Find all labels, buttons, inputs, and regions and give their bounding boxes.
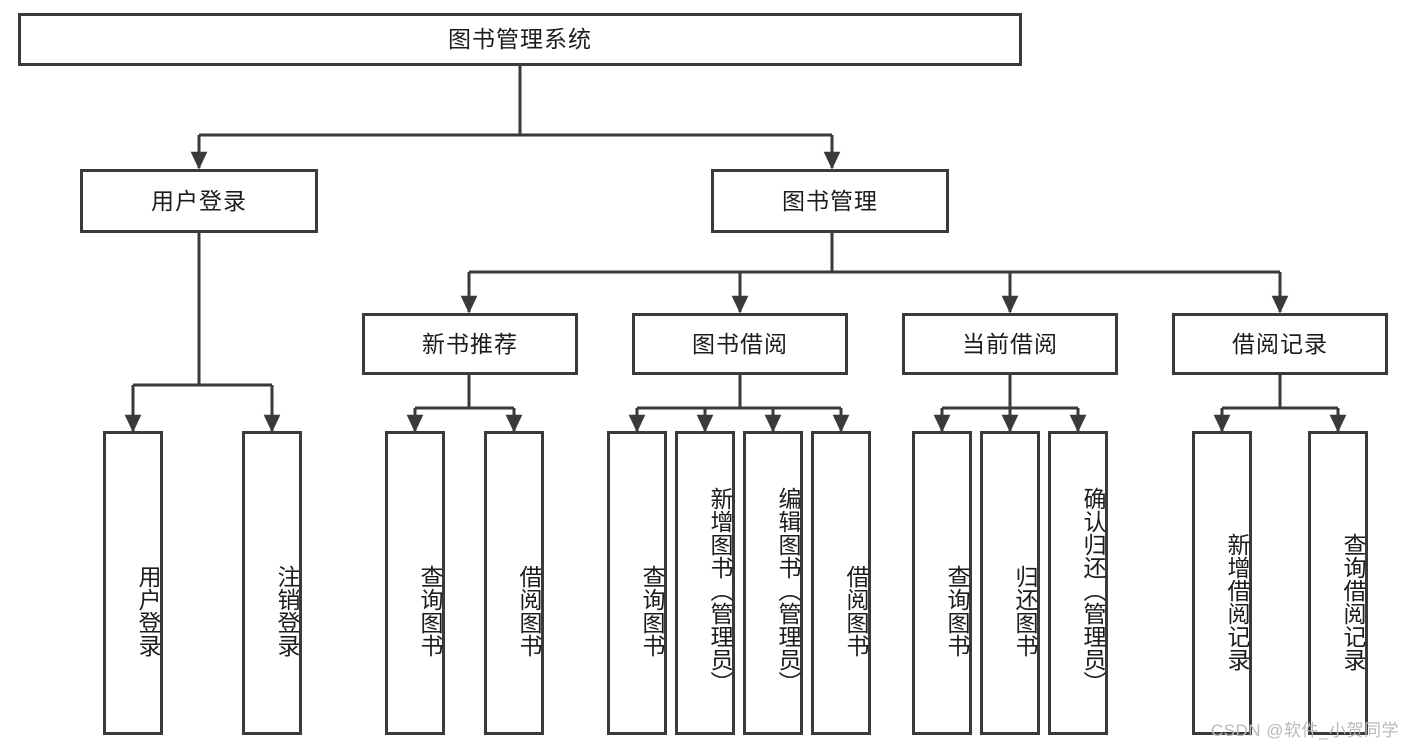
leaf-user-login-label: 用户登录 [135,565,161,657]
node-current-borrow[interactable]: 当前借阅 [902,313,1118,375]
leaf-query-record[interactable]: 查询借阅记录 [1308,431,1368,735]
node-new-book-rec-label: 新书推荐 [422,330,518,357]
leaf-edit-book-label: 编辑图书（管理员） [775,486,801,694]
leaf-query-book-3-label: 查询图书 [944,565,970,657]
node-user-login[interactable]: 用户登录 [80,169,318,233]
node-book-manage-label: 图书管理 [782,187,878,214]
leaf-logout[interactable]: 注销登录 [242,431,302,735]
leaf-add-record-label: 新增借阅记录 [1224,533,1250,671]
leaf-query-book-3[interactable]: 查询图书 [912,431,972,735]
leaf-edit-book[interactable]: 编辑图书（管理员） [743,431,803,735]
node-book-manage[interactable]: 图书管理 [711,169,949,233]
leaf-borrow-book-1-label: 借阅图书 [516,565,542,657]
leaf-confirm-return[interactable]: 确认归还（管理员） [1048,431,1108,735]
node-book-borrow-label: 图书借阅 [692,330,788,357]
node-current-borrow-label: 当前借阅 [962,330,1058,357]
leaf-query-book-1[interactable]: 查询图书 [385,431,445,735]
leaf-logout-label: 注销登录 [274,565,300,657]
leaf-query-book-2-label: 查询图书 [639,565,665,657]
leaf-add-book-label: 新增图书（管理员） [707,486,733,694]
node-user-login-label: 用户登录 [151,187,247,214]
leaf-add-record[interactable]: 新增借阅记录 [1192,431,1252,735]
node-root-label: 图书管理系统 [448,26,592,52]
node-borrow-record[interactable]: 借阅记录 [1172,313,1388,375]
leaf-borrow-book-1[interactable]: 借阅图书 [484,431,544,735]
leaf-query-book-1-label: 查询图书 [417,565,443,657]
leaf-return-book-label: 归还图书 [1012,565,1038,657]
node-root[interactable]: 图书管理系统 [18,13,1022,66]
leaf-confirm-return-label: 确认归还（管理员） [1080,486,1106,694]
leaf-borrow-book-2-label: 借阅图书 [843,565,869,657]
leaf-user-login[interactable]: 用户登录 [103,431,163,735]
leaf-borrow-book-2[interactable]: 借阅图书 [811,431,871,735]
node-borrow-record-label: 借阅记录 [1232,330,1328,357]
node-new-book-rec[interactable]: 新书推荐 [362,313,578,375]
leaf-query-book-2[interactable]: 查询图书 [607,431,667,735]
leaf-query-record-label: 查询借阅记录 [1340,533,1366,671]
leaf-return-book[interactable]: 归还图书 [980,431,1040,735]
leaf-add-book[interactable]: 新增图书（管理员） [675,431,735,735]
node-book-borrow[interactable]: 图书借阅 [632,313,848,375]
